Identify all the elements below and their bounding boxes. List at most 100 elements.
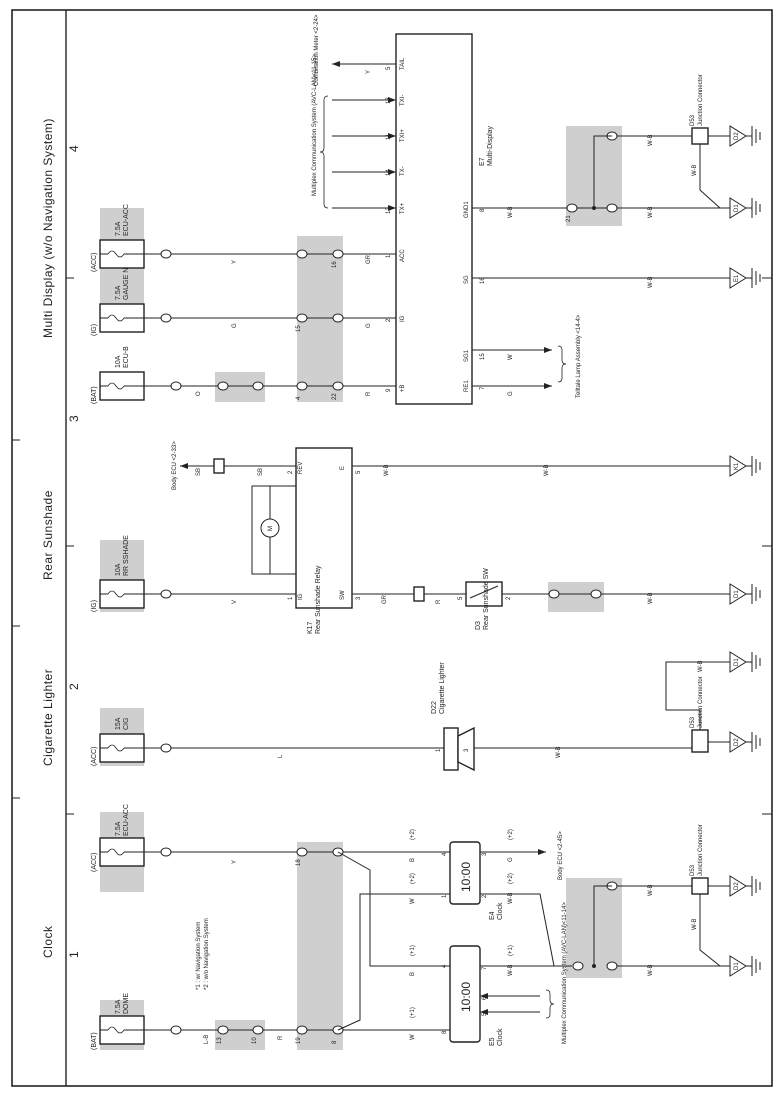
conn-label-21: 21 bbox=[566, 215, 572, 222]
k17-pin-sw: SW bbox=[340, 590, 346, 600]
ground-d1-sunshade-label: D1 bbox=[734, 590, 740, 598]
connector-16-cig bbox=[160, 743, 172, 753]
cigarette-lighter-d22: 1 3 D22 Cigarette Lighter bbox=[431, 662, 475, 772]
fuse-ecuacc4-source: (ACC) bbox=[91, 253, 98, 272]
e7-pin-sg1: SG1 bbox=[464, 349, 470, 362]
ground-d2-cig-label: D2 bbox=[734, 738, 740, 746]
e7-pin-txim: TXI- bbox=[400, 95, 406, 106]
motor-label: M bbox=[268, 526, 274, 531]
ground-d1-cig: D1 bbox=[729, 651, 761, 673]
wire-color-w-e4: W bbox=[410, 898, 416, 904]
e7-pin-b: +B bbox=[400, 384, 406, 392]
wire-branch-w-e4 bbox=[337, 893, 450, 1031]
clock-e5-display: 10:00 bbox=[459, 982, 473, 1012]
e7-pin-txp: TX+ bbox=[400, 202, 406, 214]
clock-e5-name: Clock bbox=[497, 1028, 504, 1046]
wire-color-g-e4: G bbox=[508, 857, 514, 862]
wire-d53-clock-wb bbox=[699, 894, 721, 967]
plus2-e4-4: (+2) bbox=[410, 829, 416, 840]
connector-22-md bbox=[332, 381, 344, 391]
fuse-dome-rating: 7.5A bbox=[115, 999, 122, 1014]
wire-color-wb-md3: W-B bbox=[648, 206, 654, 218]
connector-10 bbox=[252, 1025, 264, 1035]
e7-pin-9: 9 bbox=[386, 388, 392, 392]
connector-10-clock bbox=[572, 961, 584, 971]
e7-pin-sg: SG bbox=[464, 275, 470, 284]
k17-pin-e: E bbox=[340, 466, 346, 470]
section-number-3: 3 bbox=[67, 415, 81, 422]
shade-band-clock-mid bbox=[297, 842, 343, 1050]
e7-pin-gnd1: GND1 bbox=[464, 201, 470, 218]
connector-10-md bbox=[217, 381, 229, 391]
connector-8b-fuse bbox=[160, 847, 172, 857]
e7-pin-5: 5 bbox=[386, 66, 392, 70]
wire-color-sb-a: SB bbox=[258, 468, 264, 476]
e7-pin-txip: TXI+ bbox=[400, 129, 406, 142]
wire-color-wb-e5: W-B bbox=[508, 964, 514, 976]
section-number-1: 1 bbox=[67, 951, 81, 958]
wire-color-g-md2: G bbox=[366, 323, 372, 328]
wire-color-gr-sunshade: GR bbox=[382, 594, 388, 604]
conn-label-10: 10 bbox=[252, 1037, 258, 1044]
wire-color-w-sg1: W bbox=[508, 354, 514, 360]
d22-pin-1: 1 bbox=[436, 748, 442, 752]
wire-color-wb-d53-md: W-B bbox=[692, 164, 698, 176]
d53-cig-id: D53 bbox=[690, 716, 696, 728]
wire-d53-md-wb bbox=[699, 144, 721, 209]
e5-pin-7: 7 bbox=[482, 966, 488, 970]
d22-name: Cigarette Lighter bbox=[439, 662, 446, 714]
k17-pin-ig: IG bbox=[298, 593, 304, 600]
wire-color-wb-gnd-clock2: W-B bbox=[648, 884, 654, 896]
fuse-cig: (ACC) 15A CIG bbox=[91, 717, 145, 766]
plus2-e4-1: (+2) bbox=[410, 873, 416, 884]
e7-pin-2: 2 bbox=[386, 318, 392, 322]
wire-branch-b-e5 bbox=[337, 851, 450, 967]
junction-d53-md bbox=[691, 127, 709, 145]
k17-name: Rear Sunshade Relay bbox=[315, 565, 322, 634]
wire-color-w-e5: W bbox=[410, 1034, 416, 1040]
shade-band-clock-left bbox=[215, 1020, 265, 1050]
ref-body-ecu-sunshade: Body ECU <2-33> bbox=[172, 441, 178, 490]
ground-k1: K1 bbox=[729, 455, 761, 477]
connector-19 bbox=[296, 1025, 308, 1035]
connector-18-md bbox=[296, 249, 308, 259]
ref-mpx-clock: Multiplex Communication System (AVC-LAN)… bbox=[562, 902, 568, 1044]
connector-2-rrsshade bbox=[160, 589, 172, 599]
wire-clock-splice bbox=[593, 885, 612, 966]
wire-color-y-md: Y bbox=[232, 260, 238, 264]
k17-pin-1: 1 bbox=[288, 596, 294, 600]
connector-12-gauge bbox=[160, 313, 172, 323]
section-title-sunshade: Rear Sunshade bbox=[41, 490, 55, 580]
d3-name: Rear Sunshade SW bbox=[483, 568, 490, 630]
wire-color-b-e5: B bbox=[410, 972, 416, 976]
ground-e1-label: E1 bbox=[734, 274, 740, 282]
fuse-dome-name: DOME bbox=[123, 993, 130, 1014]
wire-d53-cig-up bbox=[665, 661, 730, 730]
ground-d2-md: D2 bbox=[729, 125, 761, 147]
wire-color-o: O bbox=[196, 391, 202, 396]
connector-13-sunshade bbox=[548, 589, 560, 599]
e5-pin-8: 8 bbox=[442, 1030, 448, 1034]
k17-id: K17 bbox=[307, 621, 314, 634]
connector-1-ecub bbox=[170, 381, 182, 391]
connector-21-md bbox=[566, 203, 578, 213]
fuse-cig-name: CIG bbox=[123, 718, 130, 730]
wire-color-y-clock: Y bbox=[232, 860, 238, 864]
connector-4-md bbox=[296, 381, 308, 391]
wire-color-b-e4: B bbox=[410, 858, 416, 862]
wire-color-r: R bbox=[278, 1035, 284, 1040]
wire-color-wb-e4: W-B bbox=[508, 892, 514, 904]
e7-name: Multi-Display bbox=[487, 125, 494, 166]
note-nav2: *2 : w/o Navigation System bbox=[204, 918, 210, 990]
switch-d3: 5 2 D3 Rear Sunshade SW bbox=[458, 568, 512, 630]
fuse-rrsshade-source: (IG) bbox=[91, 600, 98, 612]
wire-color-wb-md2: W-B bbox=[648, 134, 654, 146]
ref-combination-meter: Combination Meter <2-24> bbox=[314, 14, 320, 86]
connector-1-clock bbox=[606, 961, 618, 971]
e7-pin-re1: RE1 bbox=[464, 380, 470, 392]
section-number-4: 4 bbox=[67, 145, 81, 152]
section-title-clock: Clock bbox=[41, 925, 55, 958]
fuse-ecub-source: (BAT) bbox=[91, 386, 98, 404]
wire-color-wb-cig2: W-B bbox=[698, 660, 704, 672]
